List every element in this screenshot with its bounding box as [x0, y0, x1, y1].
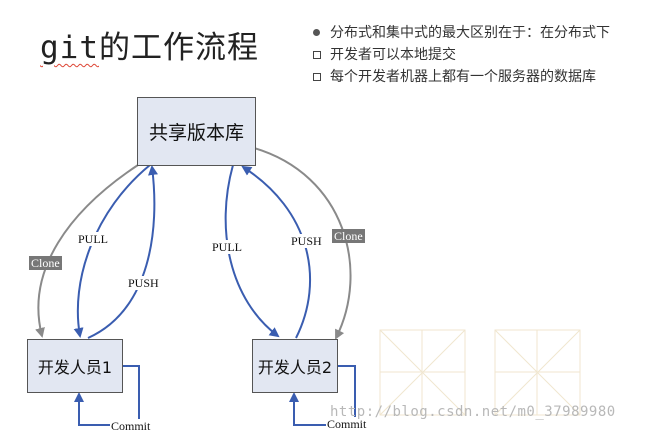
- slide-title: git的工作流程: [40, 22, 259, 67]
- pull-left-label: PULL: [77, 232, 109, 246]
- bullet-list: 分布式和集中式的最大区别在于：在分布式下 开发者可以本地提交 每个开发者机器上都…: [312, 22, 662, 88]
- slide-title-cn: 的工作流程: [99, 30, 259, 66]
- pull-right-arrow: [224, 164, 280, 338]
- commit-left-label: Commit: [110, 419, 152, 433]
- clone-left-label: Clone: [29, 256, 62, 270]
- commit-right-label: Commit: [326, 417, 368, 431]
- developer-2-node: 开发人员2: [252, 339, 338, 393]
- clone-right-label: Clone: [332, 229, 365, 243]
- clone-right-arrow: [253, 147, 352, 340]
- bullet-item: 每个开发者机器上都有一个服务器的数据库: [312, 66, 662, 88]
- watermark-pattern: [379, 329, 581, 416]
- bullet-item: 开发者可以本地提交: [312, 44, 662, 66]
- shared-repository-node: 共享版本库: [137, 97, 256, 166]
- push-left-arrow: [87, 165, 158, 339]
- push-right-label: PUSH: [290, 234, 323, 248]
- pull-right-label: PULL: [211, 240, 243, 254]
- bullet-item: 分布式和集中式的最大区别在于：在分布式下: [312, 22, 662, 44]
- push-left-label: PUSH: [127, 276, 160, 290]
- watermark-text: http://blog.csdn.net/m0_37989980: [330, 404, 616, 420]
- clone-left-arrow: [35, 164, 139, 338]
- slide-title-git: git: [40, 30, 99, 66]
- developer-1-node: 开发人员1: [27, 339, 123, 393]
- pull-left-arrow: [73, 164, 151, 338]
